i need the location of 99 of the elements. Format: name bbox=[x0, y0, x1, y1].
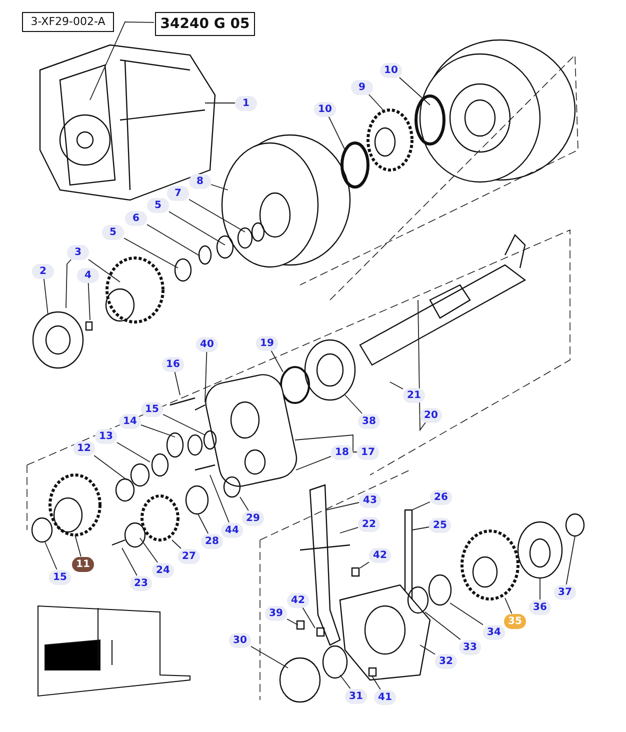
leader-line bbox=[198, 514, 209, 534]
callout-number: 15 bbox=[141, 402, 163, 416]
leader-line bbox=[124, 238, 178, 268]
leader-line bbox=[504, 598, 512, 614]
leader-line bbox=[344, 394, 363, 414]
leader-line bbox=[340, 526, 358, 534]
part-code-box: 34240 G 05 bbox=[155, 12, 255, 36]
leader-line bbox=[162, 414, 206, 436]
leader-line bbox=[372, 676, 381, 690]
callout-number: 10 bbox=[314, 102, 336, 116]
leader-line bbox=[74, 534, 82, 557]
leader-line bbox=[188, 198, 246, 232]
leader-line bbox=[240, 496, 249, 511]
callout-number: 23 bbox=[130, 576, 152, 590]
leader-line bbox=[90, 22, 154, 100]
callout-number: 28 bbox=[201, 534, 223, 548]
callout-number: 9 bbox=[351, 80, 373, 94]
leader-line bbox=[210, 184, 228, 190]
callout-number: 35 bbox=[504, 614, 526, 628]
leader-line bbox=[174, 371, 180, 396]
callout-number: 41 bbox=[374, 690, 396, 704]
callout-number: 25 bbox=[429, 518, 451, 532]
leader-line bbox=[116, 442, 150, 462]
callout-number: 18 bbox=[331, 444, 353, 460]
leader-line bbox=[412, 526, 430, 530]
callout-number: 3 bbox=[67, 244, 89, 260]
leader-line bbox=[250, 646, 288, 668]
callout-number: 10 bbox=[380, 62, 402, 78]
callout-number: 16 bbox=[162, 356, 184, 372]
callout-number: 40 bbox=[196, 336, 218, 352]
callout-number: 29 bbox=[242, 510, 264, 526]
callout-number: 32 bbox=[435, 654, 457, 668]
leader-line bbox=[270, 350, 284, 372]
leader-line bbox=[390, 382, 404, 390]
leader-line bbox=[168, 211, 226, 246]
leader-line bbox=[398, 77, 430, 106]
callout-number: 44 bbox=[221, 522, 243, 538]
callout-number: 15 bbox=[49, 570, 71, 584]
leader-line bbox=[340, 674, 351, 689]
callout-number: 31 bbox=[345, 688, 367, 704]
callout-number: 1 bbox=[235, 96, 257, 110]
leader-line bbox=[66, 259, 72, 308]
callout-number: 8 bbox=[189, 174, 211, 188]
callout-number: 33 bbox=[459, 640, 481, 654]
callout-number: 39 bbox=[265, 606, 287, 620]
callout-number: 37 bbox=[554, 584, 576, 600]
callout-number: 21 bbox=[403, 388, 425, 402]
leader-line bbox=[420, 644, 436, 655]
callout-number: 11 bbox=[72, 556, 94, 572]
leader-line bbox=[294, 434, 358, 452]
leader-line bbox=[328, 116, 346, 150]
callout-number: 12 bbox=[73, 440, 95, 456]
leader-line bbox=[88, 282, 90, 320]
callout-number: 14 bbox=[119, 414, 141, 428]
leader-line bbox=[44, 542, 58, 570]
leader-line bbox=[302, 607, 316, 628]
leader-line bbox=[204, 351, 208, 402]
leader-line bbox=[140, 424, 176, 438]
callout-number: 42 bbox=[287, 592, 309, 608]
callout-number: 17 bbox=[357, 444, 379, 460]
leader-line bbox=[418, 300, 426, 432]
callout-number: 7 bbox=[167, 186, 189, 200]
callout-number: 30 bbox=[229, 632, 251, 648]
callout-number: 38 bbox=[358, 414, 380, 428]
leader-line bbox=[146, 224, 200, 256]
leader-line bbox=[122, 548, 138, 576]
leader-line bbox=[286, 618, 298, 626]
leader-line bbox=[94, 455, 128, 480]
leader-line bbox=[140, 538, 158, 563]
callout-number: 13 bbox=[95, 428, 117, 444]
callout-number: 4 bbox=[77, 268, 99, 282]
callout-number: 26 bbox=[430, 490, 452, 504]
leader-line bbox=[412, 501, 430, 510]
callout-number: 5 bbox=[147, 198, 169, 212]
leader-line bbox=[43, 278, 48, 316]
leader-line bbox=[210, 474, 230, 523]
callout-number: 2 bbox=[32, 264, 54, 278]
callout-number: 5 bbox=[102, 224, 124, 240]
callout-number: 6 bbox=[125, 210, 147, 226]
leader-line bbox=[368, 94, 386, 112]
callout-number: 34 bbox=[483, 624, 505, 640]
leader-line bbox=[450, 602, 484, 626]
leader-line bbox=[172, 540, 182, 549]
callout-number: 22 bbox=[358, 516, 380, 532]
callout-number: 27 bbox=[178, 548, 200, 564]
callout-number: 42 bbox=[369, 548, 391, 562]
leader-line bbox=[296, 456, 332, 470]
leader-line bbox=[360, 562, 370, 568]
callout-number: 24 bbox=[152, 562, 174, 578]
leader-line bbox=[88, 259, 120, 282]
leader-line bbox=[424, 612, 461, 640]
leader-line bbox=[326, 502, 360, 510]
callout-number: 19 bbox=[256, 336, 278, 350]
callout-number: 43 bbox=[359, 492, 381, 508]
part-code-box: 3-XF29-002-A bbox=[22, 12, 114, 32]
leader-line bbox=[566, 536, 576, 585]
callout-number: 20 bbox=[420, 408, 442, 422]
leader-line bbox=[204, 102, 236, 104]
callout-number: 36 bbox=[529, 600, 551, 614]
